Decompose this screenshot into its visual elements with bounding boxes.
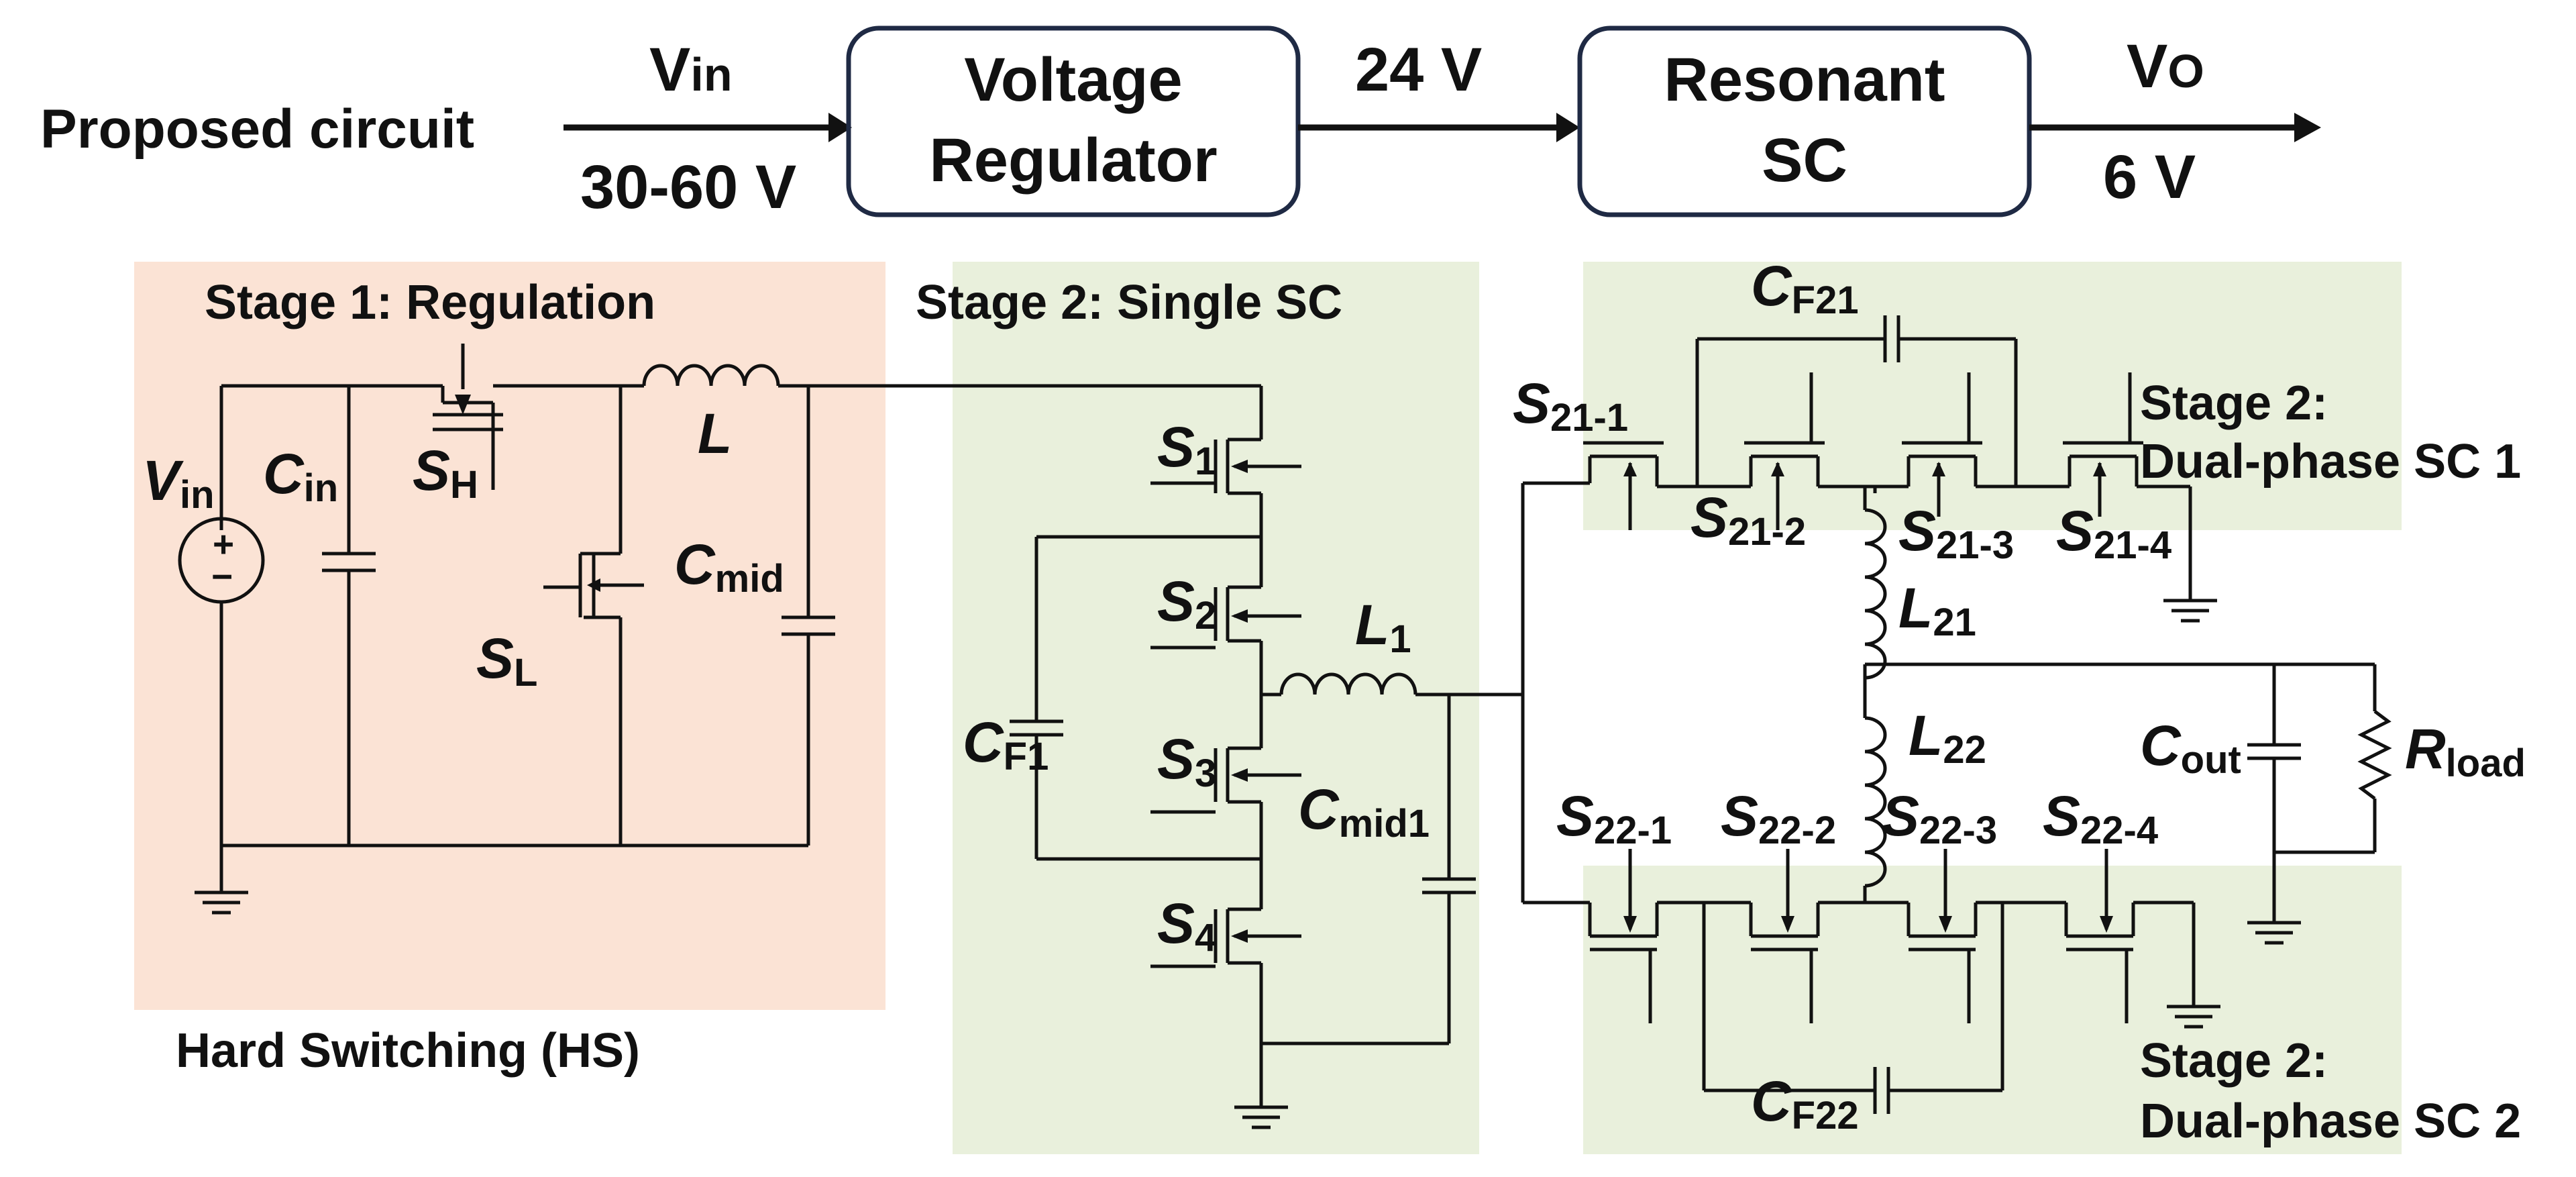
label-s2: S2	[1157, 570, 1216, 637]
stage2-dual2-schematic	[1588, 664, 2220, 1114]
label-l: L	[698, 402, 732, 465]
arrow-head	[1231, 460, 1248, 473]
stage2-dual1-labels: Stage 2: Dual-phase SC 1 CF21 S21-1 S21-…	[1513, 254, 2521, 644]
voltage-regulator-line2: Regulator	[929, 126, 1217, 195]
resonant-sc-block	[1577, 25, 2032, 217]
label-rload: Rload	[2405, 717, 2526, 785]
label-s22-3: S22-3	[1882, 784, 1997, 852]
block-input-range: 30-60 V	[580, 153, 796, 221]
label-l1: L1	[1355, 593, 1411, 661]
label-s21-3: S21-3	[1898, 499, 2014, 567]
label-s21-1: S21-1	[1513, 372, 1628, 440]
resistor	[2357, 710, 2392, 800]
label-sh: SH	[413, 439, 478, 507]
block-output-value: 6 V	[2103, 143, 2196, 211]
arrow-head	[1556, 113, 1580, 142]
inductor-coil	[1864, 716, 1887, 888]
label-vin: Vin	[142, 449, 215, 517]
stage1-title: Stage 1: Regulation	[205, 276, 655, 329]
stage2-dual2-region	[1583, 866, 2402, 1154]
inductor-coil	[1279, 672, 1417, 695]
label-cf21: CF21	[1751, 254, 1859, 322]
label-s22-2: S22-2	[1721, 784, 1836, 852]
stage2-single-title: Stage 2: Single SC	[916, 276, 1342, 329]
source-plus: +	[213, 523, 234, 565]
label-cout: Cout	[2140, 714, 2241, 782]
label-cf22: CF22	[1751, 1070, 1859, 1137]
label-cmid1: Cmid1	[1298, 778, 1430, 846]
arrow-head	[1231, 609, 1248, 623]
block-diagram-label: Proposed circuit	[40, 99, 474, 160]
arrow-head	[1781, 916, 1794, 933]
source-minus: −	[211, 556, 233, 597]
arrow-head	[587, 578, 600, 592]
dual1-title-line1: Stage 2:	[2140, 376, 2328, 430]
stage1-schematic	[178, 344, 1261, 915]
block-input-label: Vin	[649, 36, 733, 104]
arrow-head	[2093, 462, 2106, 476]
stage1-labels: Stage 1: Regulation Hard Switching (HS) …	[142, 276, 784, 1078]
stage2-single-schematic	[1010, 386, 1523, 1129]
inductor-coil	[642, 364, 780, 387]
arrow-head	[1231, 768, 1248, 782]
arrow-head	[828, 113, 852, 142]
voltage-regulator-line1: Voltage	[964, 46, 1182, 114]
label-s1: S1	[1157, 415, 1216, 483]
arrow-head	[455, 395, 471, 415]
label-sl: SL	[476, 627, 537, 695]
arrow-head	[1771, 462, 1784, 476]
label-l22: L22	[1909, 704, 1986, 772]
arrow-head	[1939, 916, 1952, 933]
label-s4: S4	[1157, 892, 1216, 960]
label-cf1: CF1	[963, 711, 1049, 778]
arrow-head	[2100, 916, 2113, 933]
resonant-sc-line1: Resonant	[1664, 46, 1945, 114]
dual2-title-line2: Dual-phase SC 2	[2140, 1094, 2521, 1148]
dual2-title-line1: Stage 2:	[2140, 1034, 2328, 1088]
label-s3: S3	[1157, 727, 1216, 795]
stage2-single-labels: Stage 2: Single SC S1 S2 S3 S4 L1 CF1 Cm…	[916, 276, 1430, 960]
voltage-regulator-block	[846, 25, 1301, 217]
output-schematic	[1865, 662, 2392, 945]
stage2-single-region	[953, 262, 1479, 1154]
block-diagram: Proposed circuit Vin 30-60 V Voltage Reg…	[40, 25, 2321, 221]
label-cin: Cin	[263, 442, 338, 510]
stage2-dual2-labels: Stage 2: Dual-phase SC 2 CF22 S22-1 S22-…	[1556, 704, 2521, 1148]
label-s21-2: S21-2	[1690, 486, 1806, 554]
block-mid-voltage: 24 V	[1355, 36, 1482, 104]
label-s22-4: S22-4	[2043, 784, 2158, 852]
arrow-head	[1623, 916, 1637, 933]
arrow-head	[1623, 462, 1637, 476]
arrow-head	[2294, 113, 2321, 142]
resonant-sc-line2: SC	[1762, 126, 1847, 195]
stage2-dual1-schematic	[1521, 315, 2217, 905]
inductor-coil	[1864, 508, 1887, 680]
output-labels: Cout Rload	[2140, 714, 2526, 785]
label-l21: L21	[1898, 576, 1976, 644]
label-cmid: Cmid	[674, 533, 784, 601]
arrow-head	[1932, 462, 1945, 476]
label-s21-4: S21-4	[2056, 499, 2171, 567]
label-s22-1: S22-1	[1556, 784, 1672, 852]
dual1-title-line2: Dual-phase SC 1	[2140, 435, 2521, 489]
arrow-head	[1231, 929, 1248, 943]
stage1-caption: Hard Switching (HS)	[176, 1024, 640, 1078]
block-output-label: VO	[2127, 32, 2204, 101]
